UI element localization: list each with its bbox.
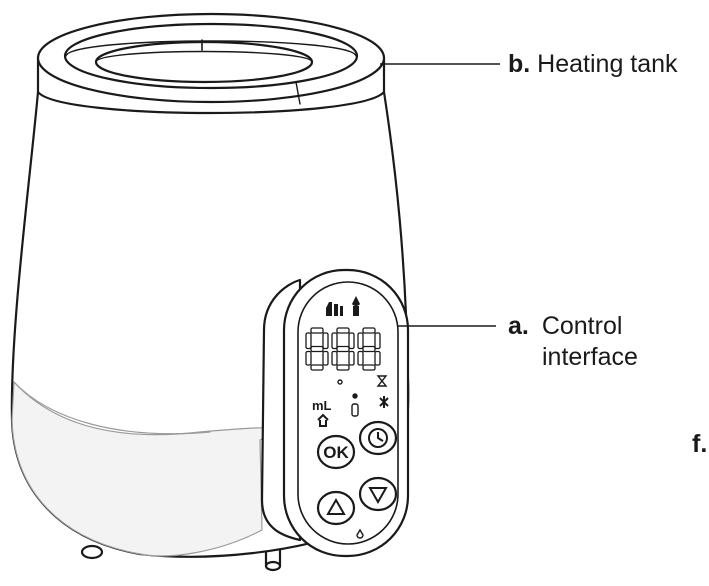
bottle-level-icon [351,403,359,417]
digit-0-segment-b [322,332,329,350]
foot-right-bottom [264,560,282,572]
timer-icon [376,375,388,387]
label-control-line1: Control [541,312,623,340]
down-button[interactable] [358,476,398,512]
digit-2-segment-f [357,332,364,350]
digit-0-segment-c [322,350,329,366]
digit-0-segment-e [305,350,312,366]
up-arrow-icon [326,497,346,515]
digit-2-segment-a [362,327,376,334]
label-heating-tank-text: Heating tank [537,50,678,78]
ok-button-label: OK [323,443,349,462]
clock-hands [377,432,384,442]
warm-icon [317,413,329,427]
tank-inner-wall [95,50,313,63]
digit-0-segment-a [310,327,324,334]
ok-button[interactable] [316,434,356,470]
ml-unit-text: mL [312,398,332,413]
display-dot [337,379,343,385]
bottom-drop-icon [356,528,364,539]
down-arrow-icon [368,487,388,505]
small-dot-icon [352,393,358,399]
digit-0-segment-f [305,332,312,350]
tank-seam-right [295,81,301,105]
digit-0-segment-g [310,345,324,353]
label-partial-letter: f. [692,430,708,458]
digit-1-segment-a [336,327,350,334]
digit-1-segment-d [336,364,350,371]
heating-tank-opening [94,40,314,84]
digit-0-segment-d [310,364,324,371]
label-control-interface-line2: interface [542,343,638,371]
clock-icon [368,428,388,448]
label-heating-tank-letter: b. [508,50,531,78]
digit-1-segment-b [348,332,355,350]
up-button[interactable] [316,490,356,526]
bottle-thumb-icon [326,302,343,316]
label-partial-f: f. [692,430,707,458]
digit-1-segment-c [348,350,355,366]
label-control-line2: interface [542,343,638,371]
digit-2-segment-b [374,332,381,350]
label-heating-tank: b. Heating tank [508,50,678,78]
digit-1-segment-f [331,332,338,350]
digit-1-segment-g [336,345,350,353]
warmer-base-band [11,381,276,557]
digit-2-segment-e [357,350,364,366]
digit-2-segment-c [374,350,381,366]
base-band-edge [13,381,211,435]
digit-2-segment-g [362,345,376,353]
foot-left [80,544,104,560]
digit-1-segment-e [331,350,338,366]
seven-segment-display [305,327,381,371]
drop-icon [352,296,360,316]
defrost-icon [379,396,389,408]
label-control-letter: a. [508,312,529,340]
label-control-interface: a. Control [508,312,622,340]
digit-2-segment-d [362,364,376,371]
